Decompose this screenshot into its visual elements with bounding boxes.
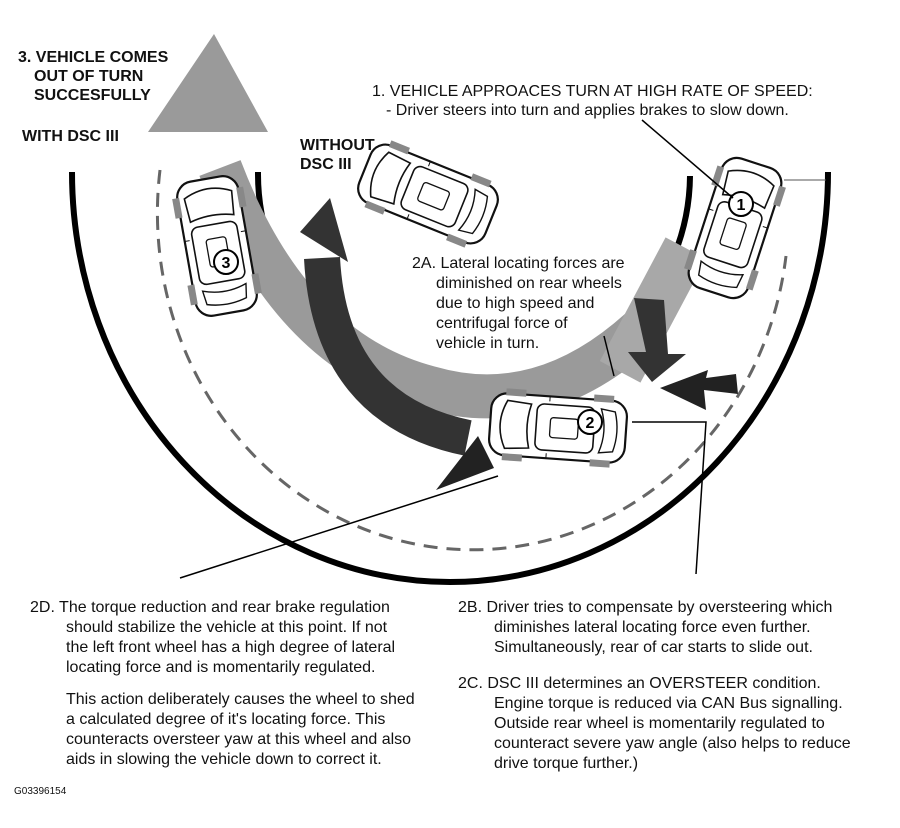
without-dsc-arrowhead bbox=[300, 198, 348, 262]
label-vehicle-comes-out: 3. VEHICLE COMES OUT OF TURN SUCCESFULLY bbox=[18, 49, 169, 104]
paragraph-2b: 2B. Driver tries to compensate by overst… bbox=[458, 599, 833, 656]
label-step-1: 1. VEHICLE APPROACES TURN AT HIGH RATE O… bbox=[372, 83, 813, 119]
with-dsc-arrowhead bbox=[148, 34, 268, 132]
center-dashed-line bbox=[155, 169, 788, 552]
paragraph-2c: 2C. DSC III determines an OVERSTEER cond… bbox=[458, 675, 851, 772]
without-dsc-path-arrow bbox=[304, 256, 472, 456]
outer-road-edge bbox=[69, 171, 831, 585]
force-arrow-right bbox=[660, 370, 738, 410]
label-without-dsc: WITHOUT DSC III bbox=[300, 137, 375, 173]
force-arrow-lower-left bbox=[436, 436, 494, 490]
figure-code: G03396154 bbox=[14, 786, 67, 797]
car-number-3: 3 bbox=[213, 249, 239, 275]
leader-line-2d bbox=[179, 475, 499, 579]
svg-text:2: 2 bbox=[586, 415, 595, 432]
with-dsc-path-arrow bbox=[199, 160, 655, 419]
force-arrow-down bbox=[628, 298, 686, 382]
leader-line-2a bbox=[603, 335, 615, 377]
leader-line-2b bbox=[632, 421, 707, 575]
svg-text:3: 3 bbox=[222, 255, 231, 272]
car-1 bbox=[678, 151, 792, 305]
car-number-2: 2 bbox=[577, 409, 603, 435]
leader-line-1 bbox=[641, 119, 734, 199]
svg-text:1: 1 bbox=[737, 197, 746, 214]
label-with-dsc: WITH DSC III bbox=[22, 128, 119, 145]
paragraph-2d-extra: This action deliberately causes the whee… bbox=[66, 691, 415, 768]
car-number-1: 1 bbox=[728, 191, 754, 217]
label-step-2a: 2A. Lateral locating forces are diminish… bbox=[412, 255, 625, 352]
car-2 bbox=[486, 386, 630, 470]
paragraph-2d: 2D. The torque reduction and rear brake … bbox=[30, 599, 396, 676]
